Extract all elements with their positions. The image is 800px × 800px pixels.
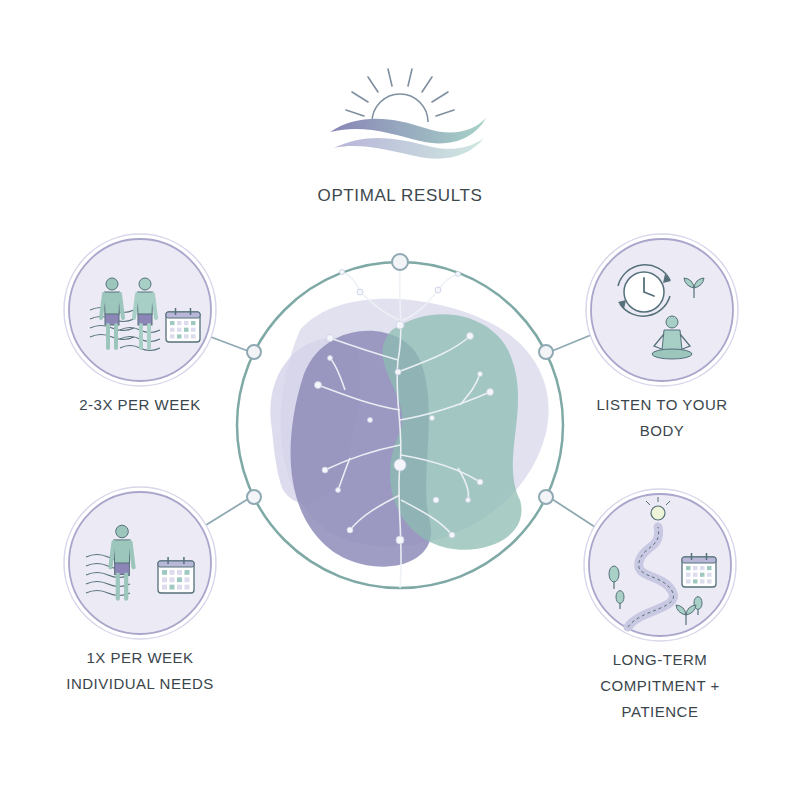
tree-dots: [315, 270, 494, 545]
step-label: 2-3X PER WEEK: [50, 392, 230, 418]
wave-swoosh: [330, 118, 486, 159]
circle-shape: [572, 232, 752, 390]
step-icon: [609, 497, 716, 627]
person-figure: [134, 278, 156, 348]
calendar-icon: [166, 308, 200, 342]
step-circle: 2-3X PER WEEK: [50, 232, 230, 422]
step-icon: [618, 265, 704, 359]
junction-dots: [247, 254, 553, 504]
diagram-title: OPTIMAL RESULTS: [0, 186, 800, 206]
circle-shape: [570, 487, 750, 645]
step-icon: [90, 278, 200, 351]
sun-icon: [346, 69, 454, 122]
branching-tree: [318, 262, 490, 588]
step-label: LONG-TERM COMPITMENT + PATIENCE: [570, 647, 750, 725]
step-circle: 1X PER WEEK INDIVIDUAL NEEDS: [50, 485, 230, 701]
clock-icon: [618, 265, 671, 316]
tree-icon: [609, 566, 619, 589]
person-figure: [110, 525, 133, 599]
step-circle: LONG-TERM COMPITMENT + PATIENCE: [570, 487, 750, 729]
tree-icon: [616, 591, 624, 609]
step-circle: LISTEN TO YOUR BODY: [572, 232, 752, 448]
calendar-icon: [158, 557, 194, 593]
step-label: LISTEN TO YOUR BODY: [572, 392, 752, 444]
winding-road: [628, 527, 674, 627]
circle-shape: [50, 485, 230, 643]
leaf-icon: [684, 278, 704, 298]
circle-shape: [50, 232, 230, 390]
calendar-icon: [682, 553, 716, 587]
center-circle: [237, 262, 563, 588]
lightbulb-icon: [646, 497, 670, 520]
meditating-figure: [652, 316, 692, 359]
blob: [383, 314, 522, 550]
spoke-lines: [206, 335, 595, 527]
person-figure: [101, 278, 123, 348]
center-illustration: [237, 262, 563, 588]
step-icon: [86, 525, 194, 599]
step-label: 1X PER WEEK INDIVIDUAL NEEDS: [50, 645, 230, 697]
leaf-icon: [676, 605, 696, 625]
